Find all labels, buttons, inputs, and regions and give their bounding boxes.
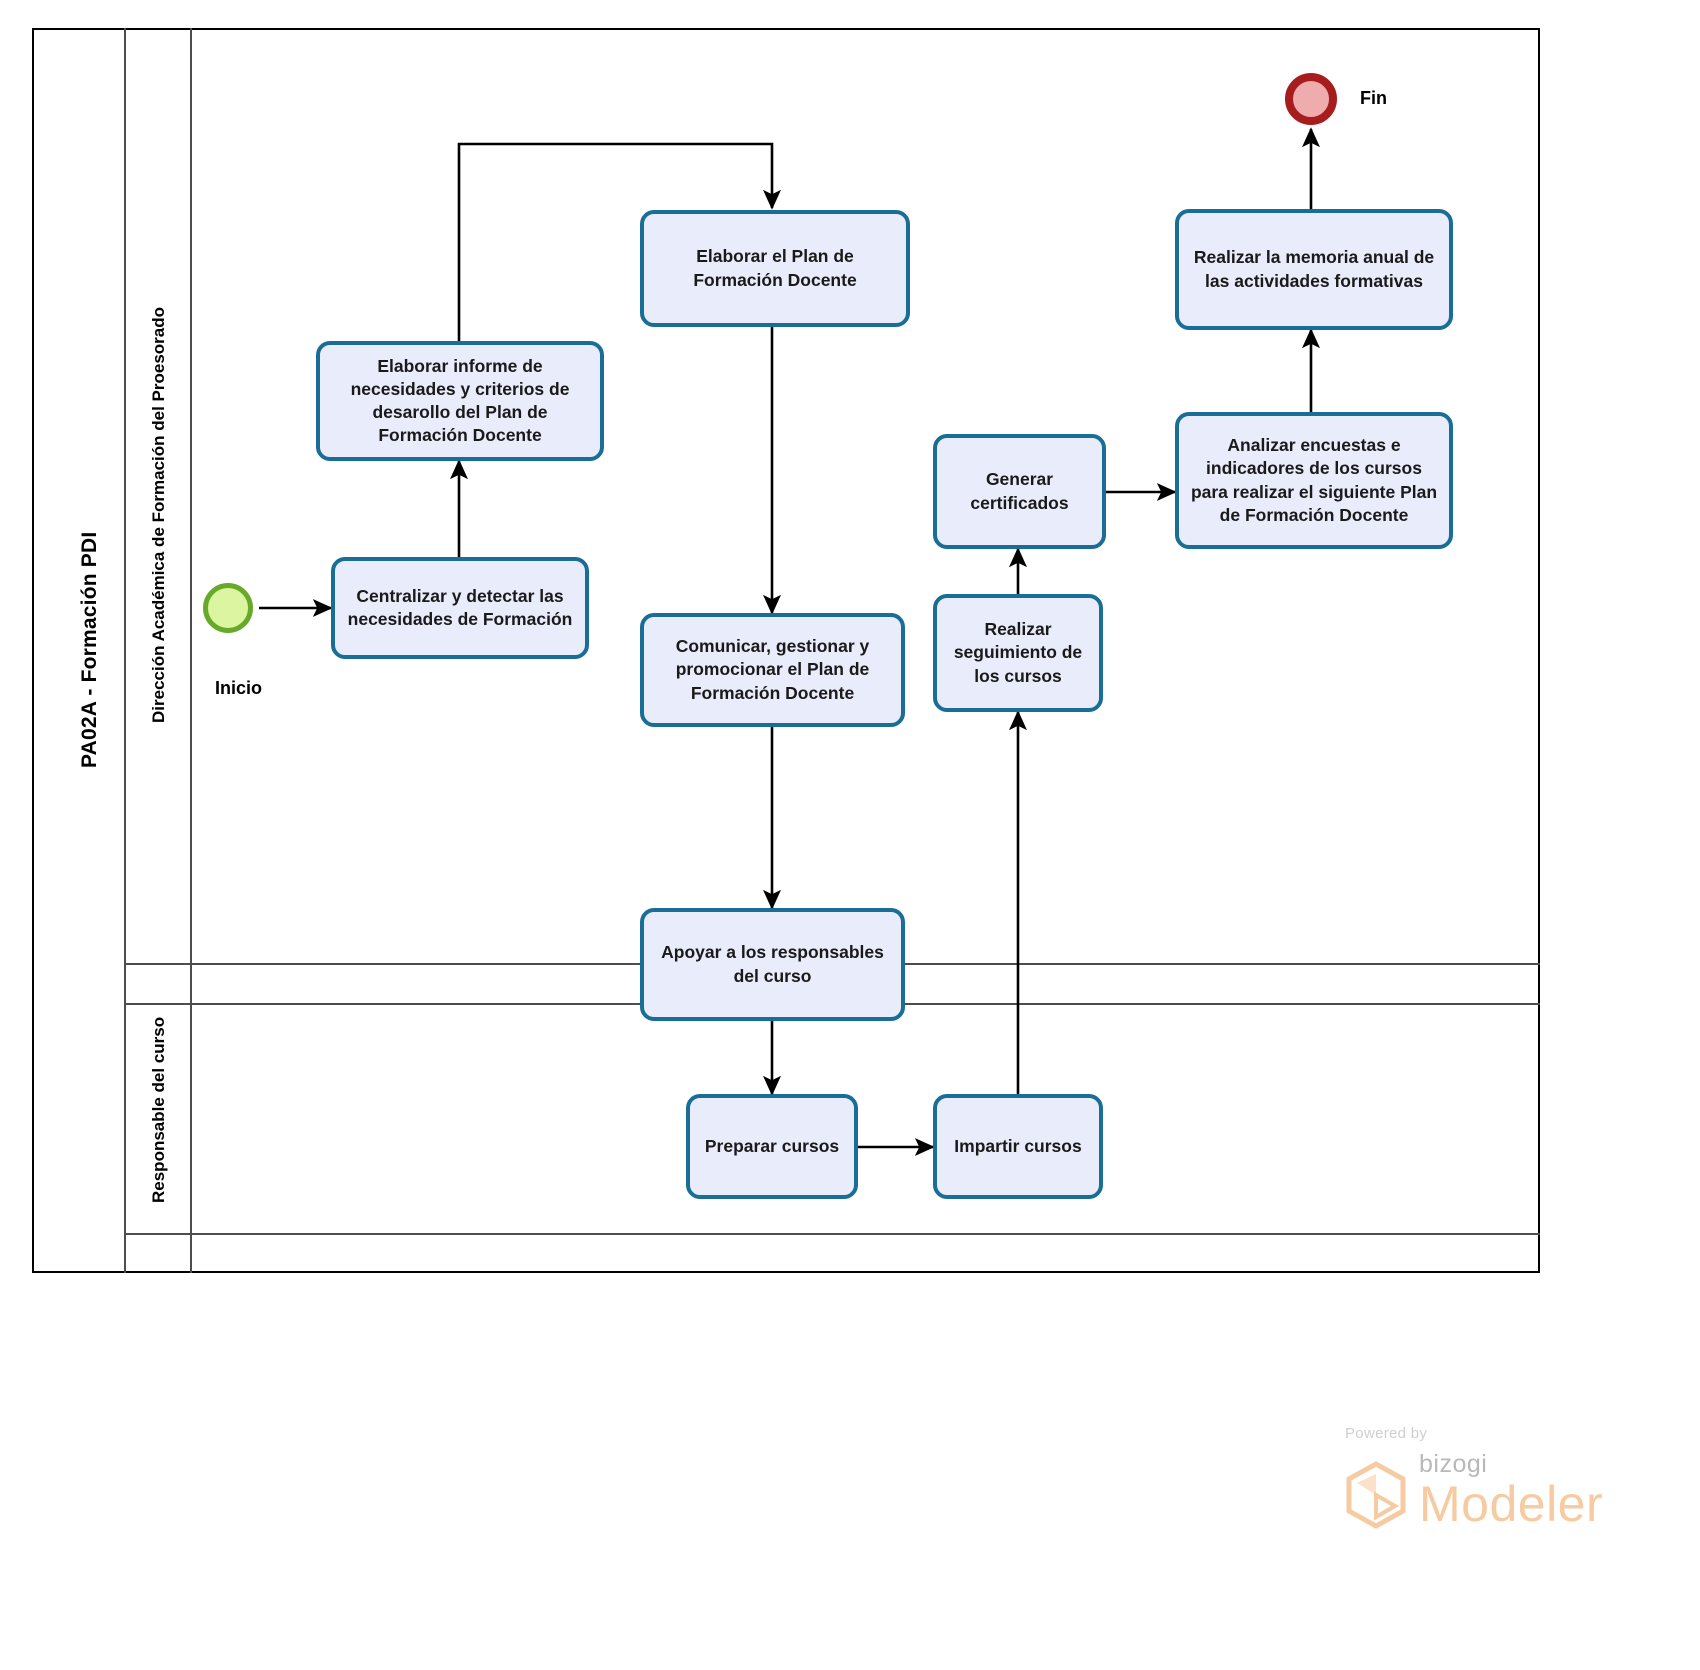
end-event[interactable] — [1285, 73, 1337, 125]
bizagi-hexagon-logo — [1346, 1461, 1406, 1529]
task-impartir[interactable]: Impartir cursos — [933, 1094, 1103, 1199]
task-apoyar[interactable]: Apoyar a los responsables del curso — [640, 908, 905, 1021]
lane-separator-3 — [124, 1233, 1540, 1235]
pool-frame — [32, 28, 1540, 1273]
lane-title-direccion: Dirección Académica de Formación del Pro… — [149, 307, 168, 724]
end-event-label: Fin — [1360, 88, 1387, 108]
pool-title: PA02A - Formación PDI — [78, 531, 101, 769]
task-comunicar[interactable]: Comunicar, gestionar y promocionar el Pl… — [640, 613, 905, 727]
pool-title-divider — [124, 28, 126, 1273]
watermark-modeler-label: Modeler — [1419, 1476, 1604, 1532]
start-event-label: Inicio — [215, 678, 263, 698]
task-preparar[interactable]: Preparar cursos — [686, 1094, 858, 1199]
lane-title-responsable: Responsable del curso — [149, 1016, 168, 1204]
task-centralizar[interactable]: Centralizar y detectar las necesidades d… — [331, 557, 589, 659]
lane-title-divider — [190, 28, 192, 1273]
task-elaborar-plan[interactable]: Elaborar el Plan de Formación Docente — [640, 210, 910, 327]
start-event[interactable] — [203, 583, 253, 633]
task-seguimiento[interactable]: Realizar seguimiento de los cursos — [933, 594, 1103, 712]
watermark: Powered by bizogi Modeler — [1345, 1425, 1675, 1565]
task-elaborar-informe[interactable]: Elaborar informe de necesidades y criter… — [316, 341, 604, 461]
task-analizar[interactable]: Analizar encuestas e indicadores de los … — [1175, 412, 1453, 549]
task-certificados[interactable]: Generar certificados — [933, 434, 1106, 549]
task-memoria[interactable]: Realizar la memoria anual de las activid… — [1175, 209, 1453, 330]
watermark-bizagi-label: bizogi — [1419, 1450, 1488, 1478]
watermark-powered-by-label: Powered by — [1345, 1425, 1428, 1442]
